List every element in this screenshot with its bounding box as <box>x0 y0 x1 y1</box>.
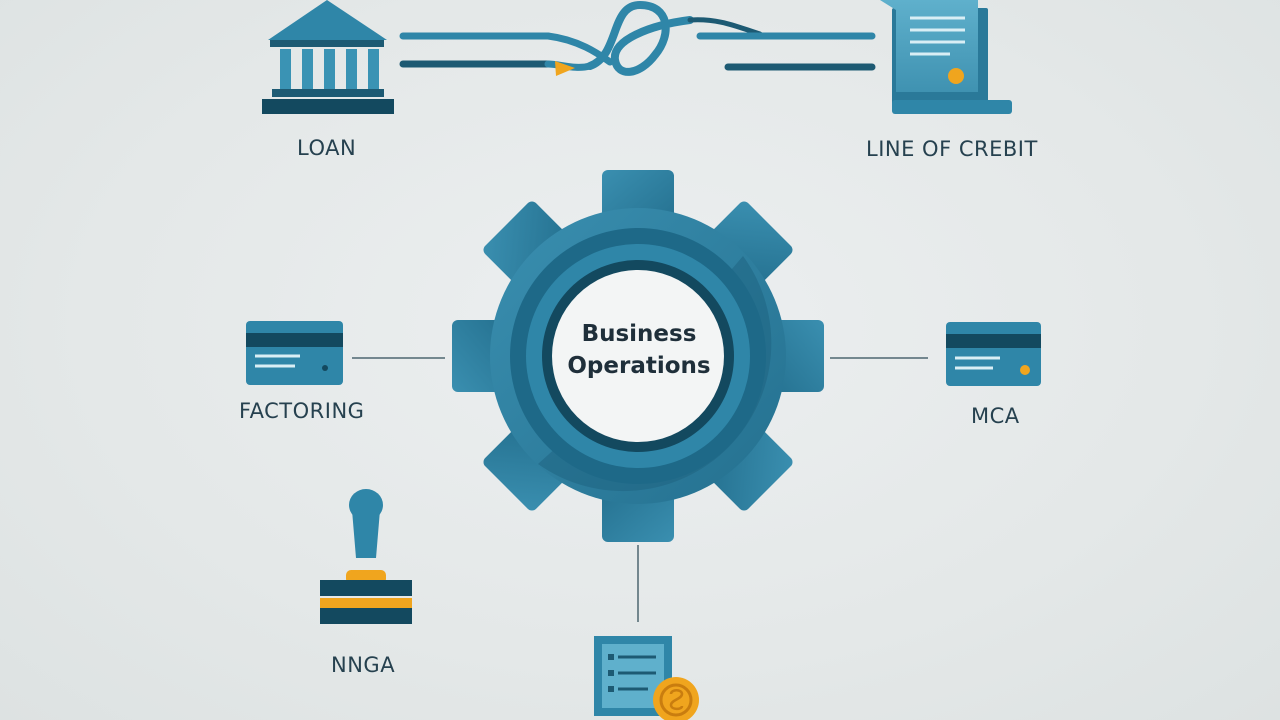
mca-label: MCA <box>971 404 1020 428</box>
factoring-label: FACTORING <box>239 399 365 423</box>
center-label-line2: Operations <box>567 353 711 379</box>
invoice-coin-icon <box>594 636 699 720</box>
line-of-credit-label: LINE OF CREBIT <box>866 137 1038 161</box>
rubber-stamp-icon <box>320 489 412 624</box>
rope-knot-icon <box>399 0 876 76</box>
bank-building-icon <box>262 0 394 114</box>
gear-icon <box>452 170 824 542</box>
loan-label: LOAN <box>297 136 357 160</box>
nnga-label: NNGA <box>331 653 396 677</box>
document-icon <box>880 0 1012 114</box>
credit-card-icon <box>246 321 343 385</box>
credit-card-icon <box>946 322 1041 386</box>
center-label-line1: Business <box>581 321 697 347</box>
center-label: Business Operations <box>539 318 739 382</box>
